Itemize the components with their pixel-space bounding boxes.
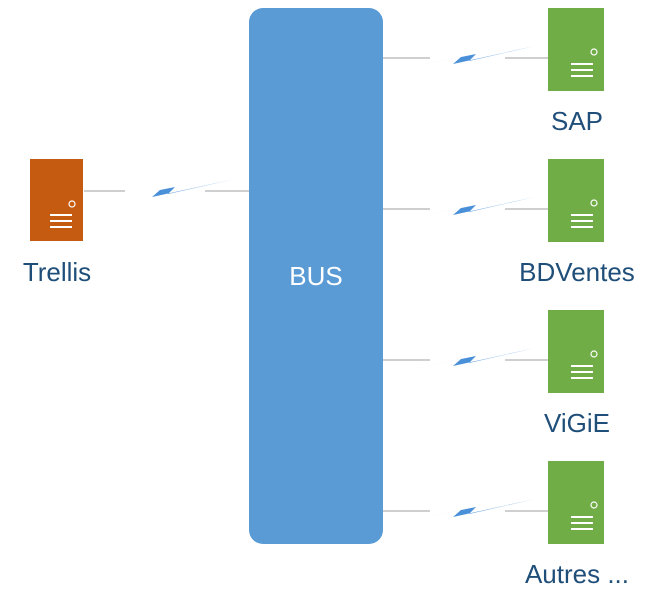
link-bus-sap bbox=[383, 46, 548, 70]
bus-node: BUS bbox=[249, 8, 383, 544]
lightning-link-icon bbox=[95, 179, 235, 203]
target-server-vigie: ViGiE bbox=[544, 310, 610, 438]
target-label-sap: SAP bbox=[551, 106, 603, 136]
server-icon bbox=[548, 159, 604, 242]
lightning-link-icon bbox=[397, 197, 535, 221]
lightning-link-icon bbox=[397, 46, 535, 70]
target-label-bdventes: BDVentes bbox=[519, 257, 635, 287]
server-icon bbox=[548, 461, 604, 544]
bus-box bbox=[249, 8, 383, 544]
bus-label: BUS bbox=[289, 261, 342, 291]
link-bus-bdventes bbox=[383, 197, 548, 221]
link-trellis-bus bbox=[84, 179, 249, 203]
server-icon bbox=[30, 159, 83, 241]
source-label: Trellis bbox=[23, 257, 91, 287]
server-icon bbox=[548, 310, 604, 393]
source-server-trellis: Trellis bbox=[23, 159, 91, 287]
link-bus-vigie bbox=[383, 348, 548, 372]
target-server-bdventes: BDVentes bbox=[519, 159, 635, 287]
lightning-link-icon bbox=[397, 499, 535, 523]
target-label-vigie: ViGiE bbox=[544, 408, 610, 438]
server-icon bbox=[548, 8, 604, 91]
target-label-autres: Autres ... bbox=[525, 559, 629, 589]
lightning-link-icon bbox=[397, 348, 535, 372]
target-server-autres: Autres ... bbox=[525, 461, 629, 589]
target-server-sap: SAP bbox=[548, 8, 604, 136]
link-bus-autres bbox=[383, 499, 548, 523]
